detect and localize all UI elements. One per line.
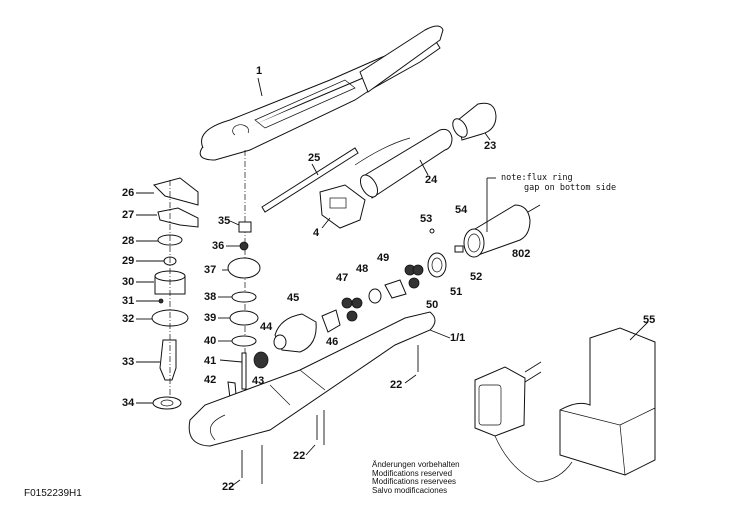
label-part-1-1: 1/1 — [450, 332, 466, 344]
part-22-screws — [228, 345, 419, 489]
part-44-shaft — [273, 334, 287, 350]
part-55-charger — [474, 321, 656, 483]
part-49-carrier — [384, 279, 407, 299]
part-43-pinion — [253, 351, 269, 369]
part-25-slide-rod — [261, 147, 359, 213]
middle-column-parts — [227, 150, 269, 400]
label-part-22-b: 22 — [293, 450, 306, 462]
label-part-34: 34 — [122, 397, 135, 409]
part-48-disc — [368, 288, 382, 304]
part-23-sleeve — [452, 102, 497, 141]
part-36-nut — [239, 241, 249, 251]
label-part-1: 1 — [256, 65, 263, 77]
label-part-49: 49 — [377, 252, 390, 264]
part-24-battery — [354, 128, 453, 199]
label-part-31: 31 — [122, 295, 135, 307]
disclaimer-fr: Modifications reservees — [372, 477, 457, 487]
label-part-36: 36 — [212, 240, 225, 252]
label-part-48: 48 — [356, 263, 369, 275]
label-part-37: 37 — [204, 264, 217, 276]
label-part-27: 27 — [122, 209, 135, 221]
label-part-42: 42 — [204, 374, 217, 386]
label-part-23: 23 — [484, 140, 497, 152]
label-part-50: 50 — [426, 299, 439, 311]
part-37-bevel-gear — [227, 257, 261, 279]
label-part-38: 38 — [204, 291, 217, 303]
part-46-carrier — [321, 309, 341, 333]
part-27-lever — [157, 207, 199, 228]
label-part-25: 25 — [308, 152, 321, 164]
part-51-ring — [427, 252, 447, 278]
part-34-washer — [152, 396, 182, 410]
label-part-55: 55 — [643, 314, 656, 326]
part-1-top-housing — [199, 25, 444, 161]
label-part-41: 41 — [204, 355, 217, 367]
label-part-46: 46 — [326, 336, 339, 348]
part-33-spindle — [159, 339, 177, 381]
gear-train-parts — [273, 228, 464, 353]
label-part-28: 28 — [122, 235, 135, 247]
part-54-motor-face — [463, 228, 485, 258]
label-part-33: 33 — [122, 356, 135, 368]
modifications-disclaimer: Änderungen vorbehalten Modifications res… — [372, 460, 460, 495]
part-47-gear-a — [341, 297, 353, 309]
label-part-51: 51 — [450, 286, 463, 298]
label-part-4: 4 — [313, 227, 320, 239]
part-41-pin — [241, 352, 247, 390]
part-52-pinion — [454, 245, 464, 253]
label-part-40: 40 — [204, 335, 217, 347]
disclaimer-en: Modifications reserved — [372, 468, 453, 478]
label-part-30: 30 — [122, 276, 135, 288]
label-part-52: 52 — [470, 271, 483, 283]
label-part-35: 35 — [218, 215, 231, 227]
part-40-washer — [231, 335, 257, 347]
part-35-coupling — [238, 221, 252, 233]
label-part-26: 26 — [122, 187, 135, 199]
part-53-screw — [429, 228, 435, 234]
label-part-29: 29 — [122, 255, 135, 267]
leader-lines — [136, 192, 243, 404]
label-part-47: 47 — [336, 272, 349, 284]
label-part-54: 54 — [455, 204, 468, 216]
label-part-32: 32 — [122, 313, 135, 325]
part-4-switch — [319, 184, 366, 229]
part-26-plate — [153, 177, 199, 206]
part-802-motor — [463, 177, 541, 258]
disclaimer-es: Salvo modificaciones — [372, 485, 448, 495]
label-part-53: 53 — [420, 213, 433, 225]
label-part-43: 43 — [252, 375, 265, 387]
label-part-802: 802 — [512, 248, 531, 260]
label-part-45: 45 — [287, 292, 300, 304]
note-line-2: gap on bottom side — [524, 183, 617, 193]
part-38-disc — [231, 291, 257, 303]
part-31-ball — [158, 298, 164, 304]
label-part-39: 39 — [204, 312, 217, 324]
disclaimer-de: Änderungen vorbehalten — [372, 460, 460, 469]
label-part-22-a: 22 — [390, 379, 403, 391]
document-id: F0152239H1 — [24, 488, 82, 499]
part-39-bearing — [229, 310, 259, 326]
left-column-parts — [151, 177, 199, 410]
label-part-22-c: 22 — [222, 481, 235, 493]
note-line-1: note:flux ring — [501, 173, 573, 183]
part-1-1-bottom-housing — [188, 311, 451, 447]
label-part-24: 24 — [425, 174, 438, 186]
label-part-44: 44 — [260, 321, 273, 333]
